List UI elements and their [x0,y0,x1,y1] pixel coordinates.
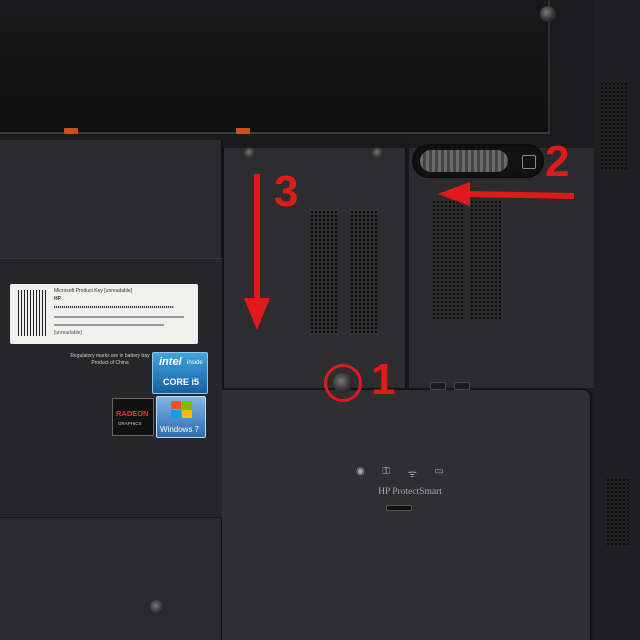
unlock-icon [522,155,536,169]
service-cover-lower [222,388,592,640]
vent-grille [310,210,340,334]
windows-logo-icon [171,401,192,418]
vent-grille [350,210,380,334]
screw [244,148,256,158]
screw [372,148,384,158]
battery-latch-left [64,128,78,134]
cover-status-icons: ◉ ⚿ ᯤ ▭ [356,466,444,480]
battery-bay-edge [222,140,412,150]
step-2-label: 2 [545,137,570,186]
screw [150,600,164,614]
cover-slot [386,505,412,511]
battery-latch-right [236,128,250,134]
intel-core-badge: intel inside CORE i5 [152,352,208,394]
cover-hinge [430,382,446,390]
screw [540,6,556,22]
sticker-line-2: HP [54,296,61,302]
chassis-right-upper [408,148,598,388]
lock-icon: ⚿ [382,466,391,477]
sticker-line [54,316,184,318]
screw-highlight-circle [324,364,362,402]
sticker-line-3: [unreadable] [54,330,82,336]
vent-grille [470,200,504,320]
intel-sub: inside [187,360,203,366]
vent-grille [600,82,628,170]
intel-brand: intel [159,356,182,368]
sticker-line [54,324,164,326]
radeon-brand: RADEON [116,409,149,418]
chassis-right-edge [594,0,640,640]
release-switch-knob [420,150,508,172]
battery-pack [0,0,550,134]
protectsmart-logo-text: HP ProtectSmart [378,487,442,497]
step-3-label: 3 [274,167,299,216]
step-1-label: 1 [371,355,396,404]
barcode-icon [18,290,46,336]
regulatory-text: Regulatory marks are in battery bay Prod… [50,353,170,367]
radeon-sub: GRAPHICS [118,421,142,426]
windows-badge: Windows 7 [156,396,206,438]
arrow-left-shaft [465,191,575,199]
vent-grille [606,478,630,548]
battery-release-switch [412,144,544,178]
sticker-line-1: Microsoft Product Key [unreadable] [54,288,133,294]
intel-model: CORE i5 [163,377,200,387]
radeon-badge: RADEON GRAPHICS [112,398,154,436]
cover-hinge [454,382,470,390]
vent-grille [432,200,466,320]
regulatory-line-1: Regulatory marks are in battery bay [70,353,150,359]
status-icon: ◉ [356,466,365,477]
wireless-icon: ᯤ [407,469,417,480]
arrow-left-head-icon [438,182,470,206]
arrow-down-head-icon [244,298,270,330]
sticker-barcode [54,306,174,308]
product-label-sticker: Microsoft Product Key [unreadable] HP [u… [10,284,198,344]
windows-label: Windows 7 [160,425,200,434]
regulatory-line-2: Product of China [91,360,129,366]
battery-icon: ▭ [434,466,444,477]
